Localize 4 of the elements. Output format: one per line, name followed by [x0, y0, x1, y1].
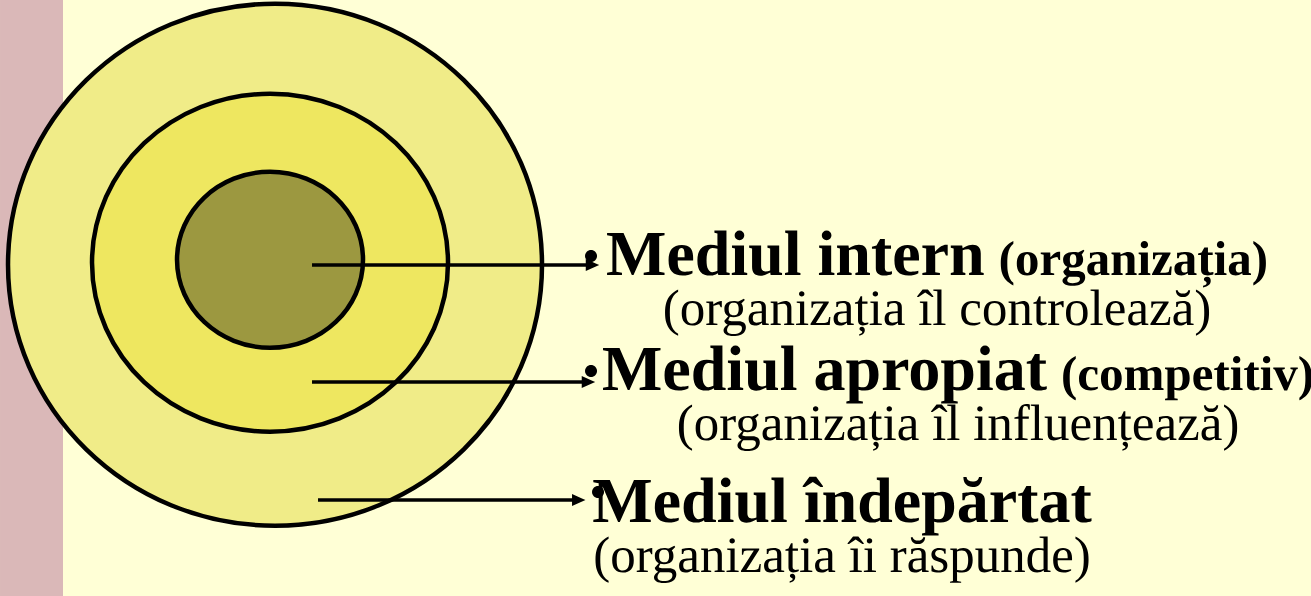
inner-circle — [174, 169, 366, 350]
bullet-text: Mediul intern (organizația) (organizația îl controlează) — [607, 230, 1266, 336]
bullet-text: Mediul îndepărtat (organizația îi răspunde) — [593, 476, 1092, 583]
bullet-text: Mediul apropiat (competitiv) (organizația îl influențează) — [603, 345, 1311, 451]
